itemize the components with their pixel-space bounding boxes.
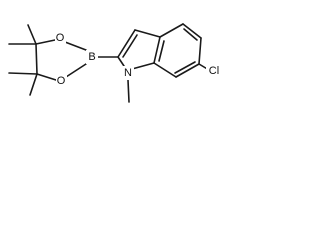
bond-o-bottom-to-b	[65, 63, 87, 78]
bond-c4-c5	[182, 23, 202, 39]
bond-c7a-n	[131, 62, 155, 70]
bond-c2-c3-double	[122, 34, 138, 58]
bond-methyl-c-bottom-left	[8, 72, 38, 75]
molecule-structure-diagram: B O O N Cl	[8, 23, 223, 103]
bond-c4-c5-double	[183, 28, 198, 41]
bond-c3a-c7a-double	[158, 40, 165, 62]
bond-methyl-c-top-upper	[27, 24, 37, 45]
chlorine-atom-label: Cl	[209, 65, 219, 77]
oxygen-top-atom-label: O	[56, 32, 65, 44]
bond-o-top-to-b	[64, 41, 87, 51]
bond-methyl-c-bottom-lower	[29, 73, 38, 96]
bond-c5-c6	[198, 37, 202, 65]
bonds	[8, 23, 210, 103]
bond-c3a-c7a	[153, 36, 161, 64]
bond-o-top-to-c-top	[35, 39, 56, 45]
oxygen-bottom-atom-label: O	[57, 75, 66, 87]
bond-c3a-c4	[159, 23, 184, 38]
bond-c2-c3	[117, 29, 136, 58]
oxygen-top-label-bg	[55, 31, 66, 45]
oxygen-bottom-label-bg	[56, 74, 67, 88]
bond-c6-c7	[175, 63, 200, 78]
bond-c6-c7-double	[174, 61, 196, 74]
bond-c7-c7a	[153, 62, 177, 78]
nitrogen-label-bg	[122, 66, 134, 80]
atom-labels: B O O N Cl	[55, 31, 223, 88]
bond-n-methyl	[127, 79, 130, 103]
bond-o-bottom-to-c-bottom	[36, 73, 57, 81]
boron-label-bg	[86, 50, 98, 64]
nitrogen-atom-label: N	[124, 67, 132, 79]
bond-n-c2	[117, 56, 125, 67]
chlorine-label-bg	[206, 64, 223, 78]
bond-c3-c3a	[134, 29, 161, 38]
boron-atom-label: B	[88, 51, 95, 63]
bond-c-top-to-c-bottom	[35, 43, 38, 75]
